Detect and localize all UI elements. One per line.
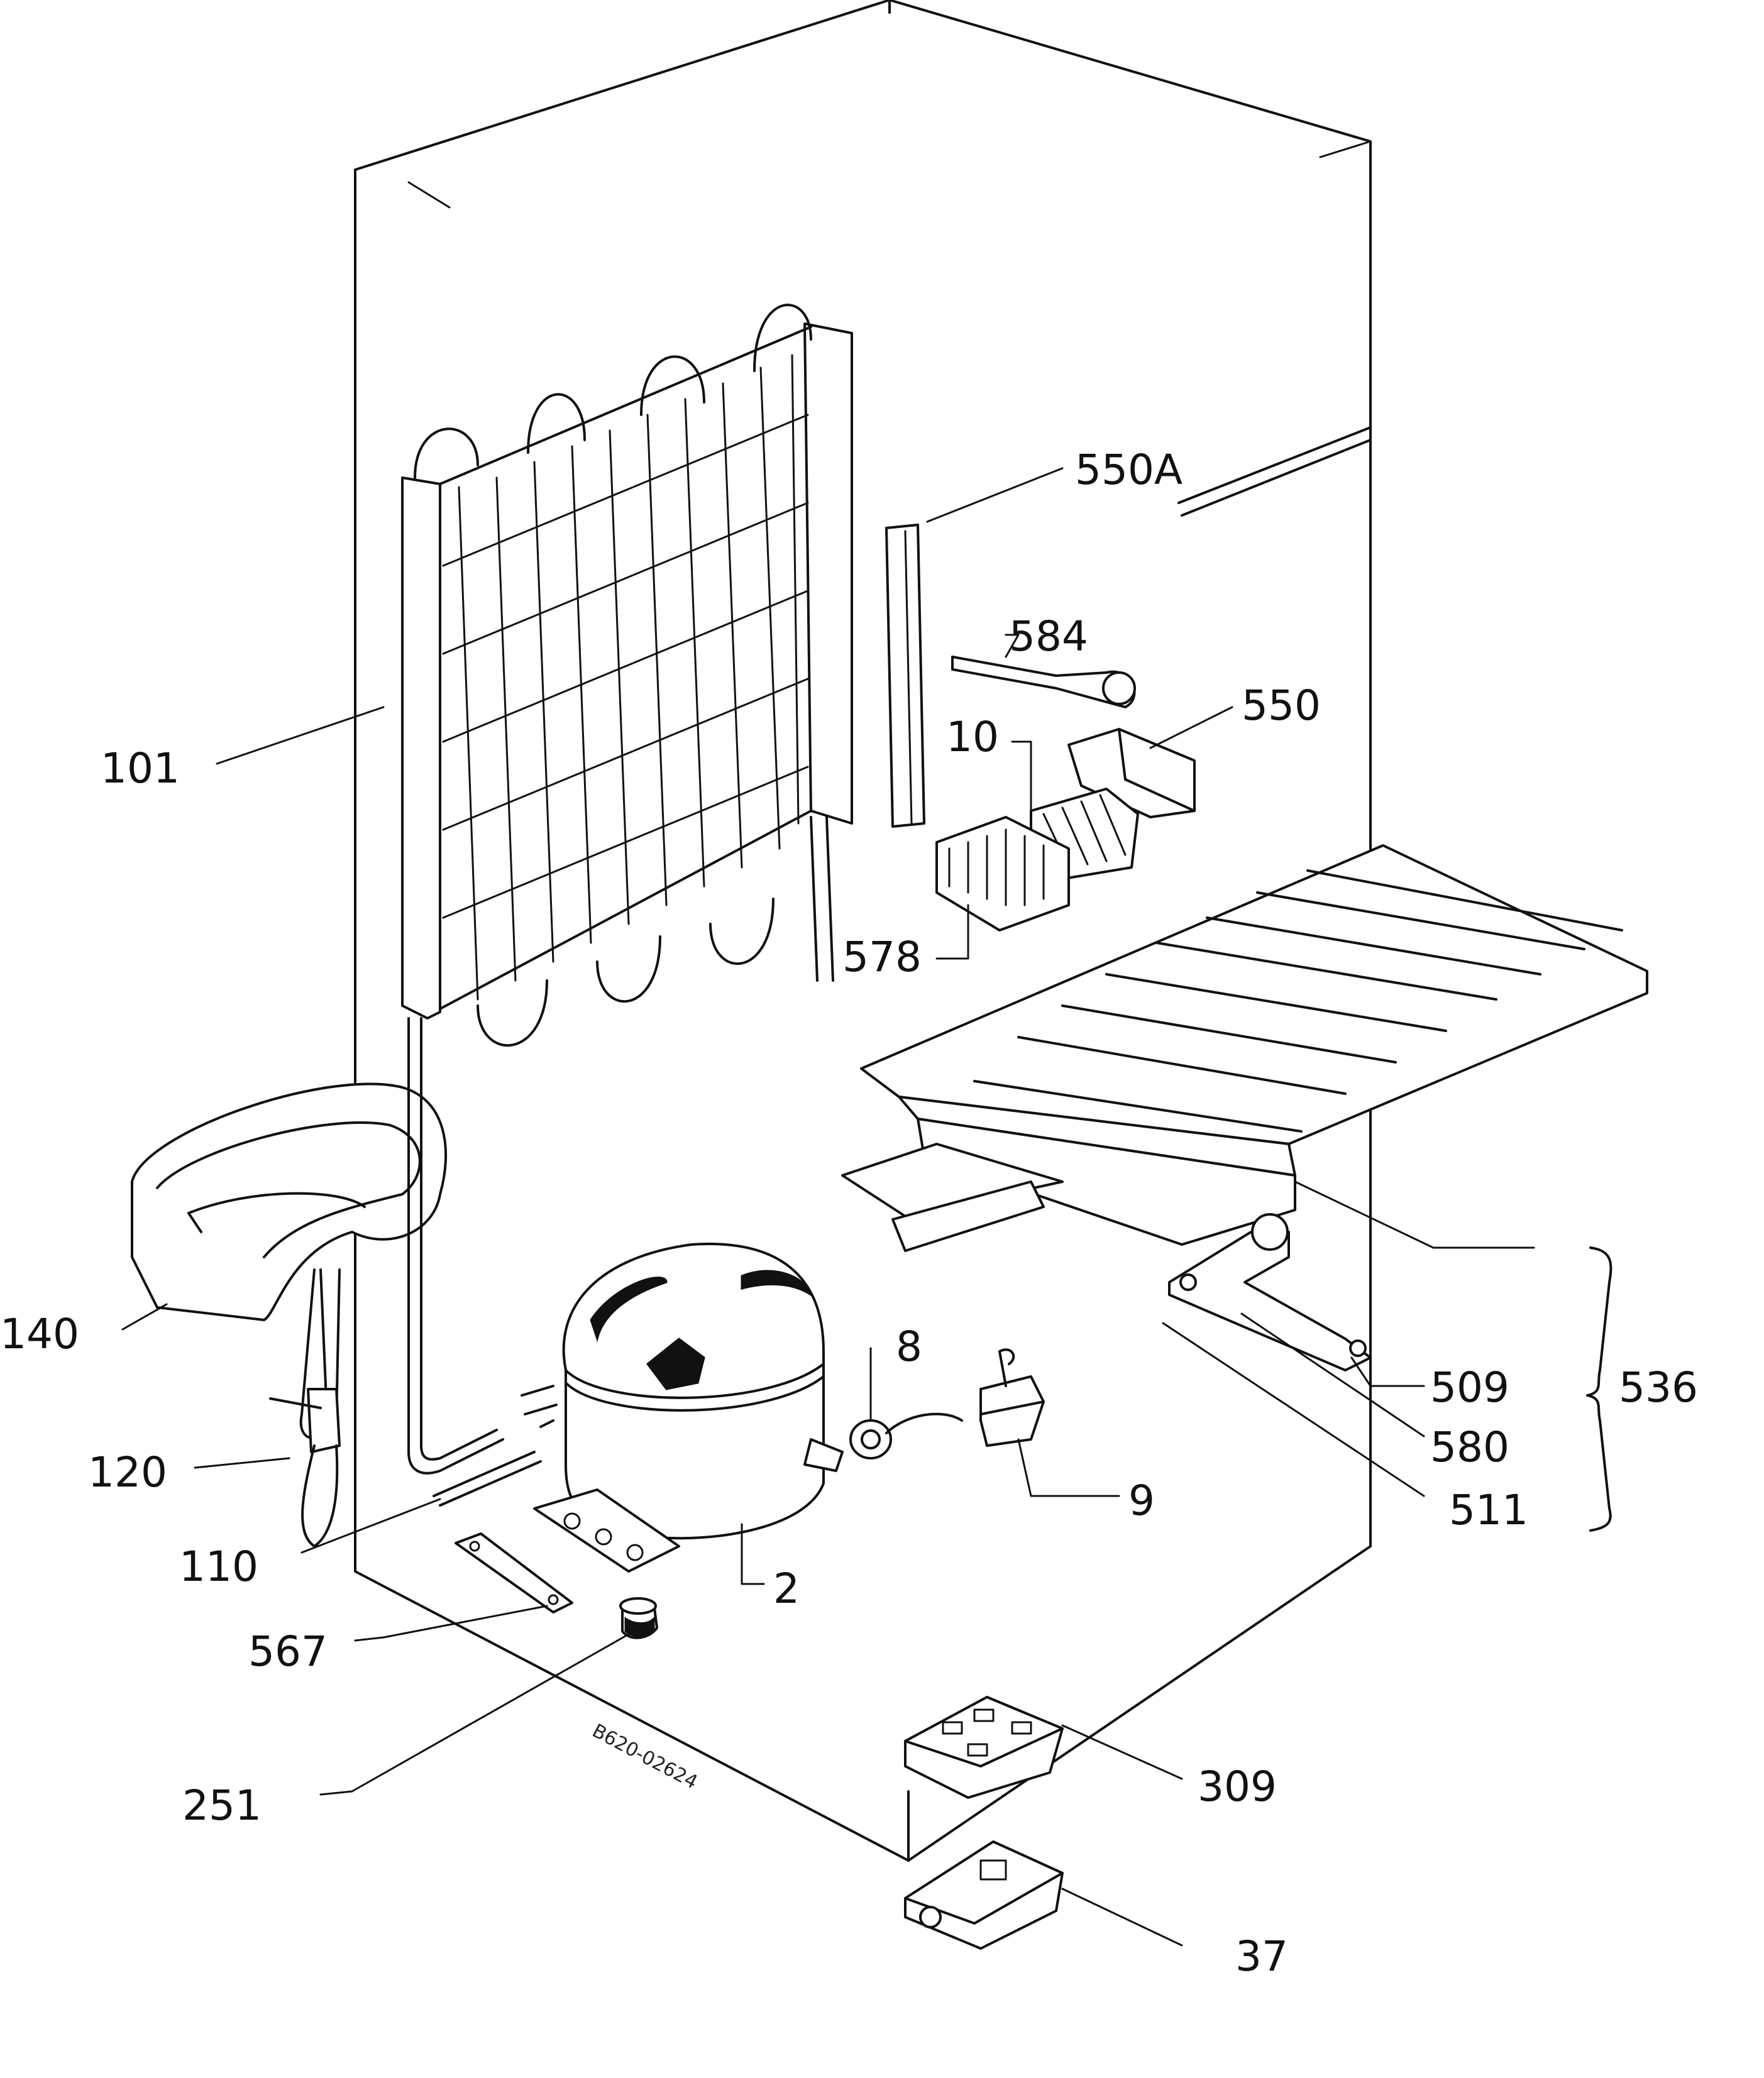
callout-140: 140 [0, 1310, 79, 1358]
callout-37: 37 [1235, 1932, 1288, 1981]
compressor-tray-536 [841, 844, 1648, 1252]
callout-536: 536 [1619, 1363, 1698, 1412]
mounting-plate-567 [455, 1532, 573, 1613]
callout-578: 578 [842, 933, 922, 981]
control-housing-37 [904, 1840, 1064, 1950]
grommet-8 [849, 1412, 963, 1460]
thermostat-120 [269, 1268, 341, 1548]
bracket-584 [951, 656, 1136, 708]
ptc-starter-9 [979, 1348, 1045, 1447]
callout-251: 251 [182, 1781, 262, 1830]
tray-ribs [973, 869, 1623, 1133]
callout-550: 550 [1242, 681, 1321, 730]
callout-584: 584 [1009, 612, 1088, 661]
callout-567: 567 [248, 1627, 328, 1676]
callout-10: 10 [946, 713, 999, 761]
compressor-2 [533, 1243, 844, 1573]
filter-drier-110 [433, 1385, 558, 1507]
callout-2: 2 [773, 1564, 800, 1613]
callout-580: 580 [1430, 1423, 1509, 1471]
terminal-block-309 [904, 1696, 1064, 1799]
condenser-fins [442, 354, 809, 1001]
callout-8: 8 [896, 1322, 922, 1371]
refrigerant-pipe [407, 1017, 504, 1475]
relay-cover-578 [935, 816, 1070, 932]
callout-550A: 550A [1075, 446, 1182, 494]
callout-101: 101 [101, 744, 180, 793]
condenser-101 [401, 304, 853, 1047]
callout-120: 120 [88, 1448, 167, 1497]
drawing-code: B620-02624 [588, 1720, 701, 1793]
clip-550A [885, 524, 925, 828]
callout-309: 309 [1198, 1762, 1277, 1811]
mounting-bracket-509 [1168, 1213, 1372, 1372]
callout-labels: 550A 584 550 10 101 578 140 8 509 536 58… [0, 446, 1698, 1981]
grommet-251 [619, 1597, 658, 1639]
callout-9: 9 [1128, 1476, 1155, 1525]
cabinet-outline [354, 0, 1372, 1862]
callout-110: 110 [179, 1542, 258, 1591]
callout-511: 511 [1449, 1486, 1528, 1534]
leader-lines [121, 467, 1612, 1947]
drip-tray-140 [131, 1082, 448, 1321]
callout-509: 509 [1430, 1363, 1509, 1412]
cover-550 [1067, 728, 1196, 818]
